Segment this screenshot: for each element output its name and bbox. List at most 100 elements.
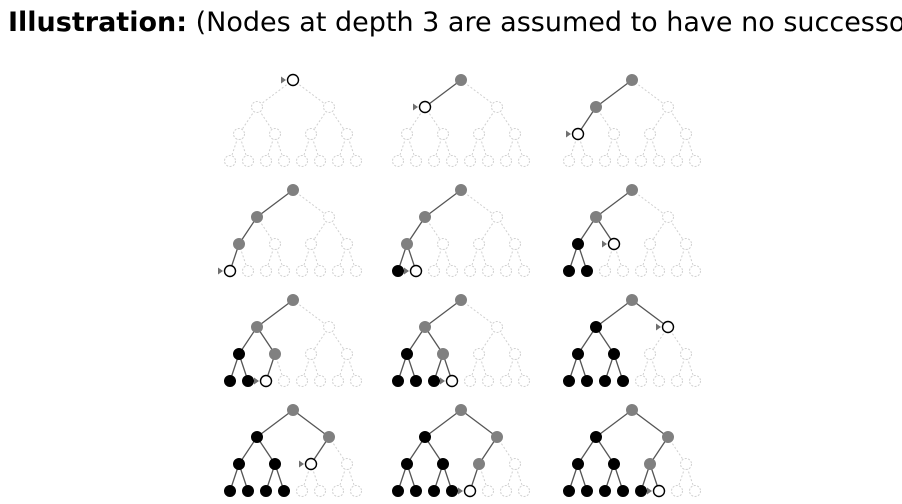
tree-node-unexplored	[635, 265, 647, 277]
tree-node-unexplored	[350, 375, 362, 387]
tree-node-unexplored	[251, 101, 263, 113]
tree-panel-step-8	[392, 294, 530, 388]
tree-node-unexplored	[242, 265, 254, 277]
tree-node-frontier	[223, 264, 237, 278]
tree-edge	[460, 409, 498, 438]
tree-node-frontier	[304, 457, 318, 471]
tree-edge	[256, 299, 294, 328]
tree-node-explored	[572, 348, 584, 360]
tree-node-unexplored	[509, 128, 521, 140]
frontier-pointer-icon	[647, 487, 652, 495]
tree-node-expanded	[491, 431, 503, 443]
tree-node-unexplored	[296, 485, 308, 497]
tree-node-unexplored	[482, 375, 494, 387]
tree-edge	[595, 299, 633, 328]
tree-edge	[424, 79, 462, 108]
tree-node-unexplored	[653, 265, 665, 277]
tree-node-explored	[617, 485, 629, 497]
tree-node-explored	[428, 485, 440, 497]
tree-node-expanded	[419, 321, 431, 333]
tree-node-unexplored	[323, 211, 335, 223]
tree-node-unexplored	[689, 155, 701, 167]
tree-node-explored	[581, 265, 593, 277]
tree-edge	[460, 189, 498, 218]
tree-node-expanded	[455, 294, 467, 306]
tree-node-explored	[242, 485, 254, 497]
tree-edge	[424, 189, 462, 218]
tree-node-expanded	[455, 184, 467, 196]
tree-node-expanded	[437, 348, 449, 360]
tree-panel-step-4	[218, 184, 362, 278]
tree-node-explored	[392, 375, 404, 387]
tree-node-unexplored	[644, 238, 656, 250]
tree-node-expanded	[626, 74, 638, 86]
tree-node-frontier	[259, 374, 273, 388]
tree-node-explored	[581, 485, 593, 497]
tree-edge	[595, 79, 633, 108]
tree-node-unexplored	[635, 375, 647, 387]
tree-node-unexplored	[491, 211, 503, 223]
tree-node-explored	[446, 485, 458, 497]
tree-edge	[256, 189, 294, 218]
tree-edge	[292, 409, 330, 438]
tree-node-unexplored	[473, 238, 485, 250]
tree-node-unexplored	[446, 155, 458, 167]
tree-node-unexplored	[653, 155, 665, 167]
tree-node-expanded	[287, 184, 299, 196]
tree-node-unexplored	[464, 375, 476, 387]
tree-node-unexplored	[296, 265, 308, 277]
tree-node-unexplored	[332, 155, 344, 167]
tree-node-explored	[392, 485, 404, 497]
tree-node-frontier	[463, 484, 477, 498]
tree-node-expanded	[287, 294, 299, 306]
tree-edge	[631, 79, 669, 108]
tree-node-unexplored	[278, 375, 290, 387]
tree-node-unexplored	[296, 375, 308, 387]
tree-node-unexplored	[653, 375, 665, 387]
tree-node-unexplored	[581, 155, 593, 167]
tree-node-unexplored	[392, 155, 404, 167]
frontier-pointer-icon	[602, 240, 607, 248]
tree-node-explored	[269, 458, 281, 470]
tree-panel-step-7	[224, 294, 362, 388]
tree-node-explored	[278, 485, 290, 497]
tree-node-unexplored	[341, 128, 353, 140]
tree-node-explored	[563, 485, 575, 497]
tree-node-explored	[401, 348, 413, 360]
tree-node-expanded	[419, 211, 431, 223]
frontier-pointer-icon	[404, 267, 409, 275]
tree-node-unexplored	[314, 375, 326, 387]
tree-node-unexplored	[500, 375, 512, 387]
tree-node-expanded	[590, 211, 602, 223]
tree-node-explored	[635, 485, 647, 497]
frontier-pointer-icon	[413, 103, 418, 111]
tree-edge	[292, 299, 330, 328]
tree-node-explored	[572, 458, 584, 470]
tree-node-unexplored	[671, 265, 683, 277]
tree-node-unexplored	[518, 375, 530, 387]
tree-node-explored	[563, 375, 575, 387]
frontier-pointer-icon	[281, 76, 286, 84]
tree-node-unexplored	[323, 101, 335, 113]
tree-node-expanded	[590, 101, 602, 113]
tree-panel-step-2	[392, 74, 530, 167]
illustration-title: Illustration: (Nodes at depth 3 are assu…	[8, 6, 902, 40]
tree-panel-step-11	[392, 404, 530, 498]
tree-node-explored	[392, 265, 404, 277]
tree-node-unexplored	[608, 128, 620, 140]
tree-edge	[460, 79, 498, 108]
tree-node-unexplored	[680, 458, 692, 470]
tree-node-unexplored	[482, 265, 494, 277]
tree-node-explored	[410, 375, 422, 387]
tree-node-unexplored	[314, 155, 326, 167]
tree-node-unexplored	[500, 485, 512, 497]
tree-node-expanded	[401, 238, 413, 250]
tree-node-frontier	[286, 73, 300, 87]
tree-node-unexplored	[491, 101, 503, 113]
tree-node-unexplored	[644, 128, 656, 140]
tree-node-unexplored	[224, 155, 236, 167]
tree-panel-step-1	[224, 73, 362, 167]
tree-node-frontier	[571, 127, 585, 141]
tree-node-expanded	[323, 431, 335, 443]
tree-node-unexplored	[332, 485, 344, 497]
